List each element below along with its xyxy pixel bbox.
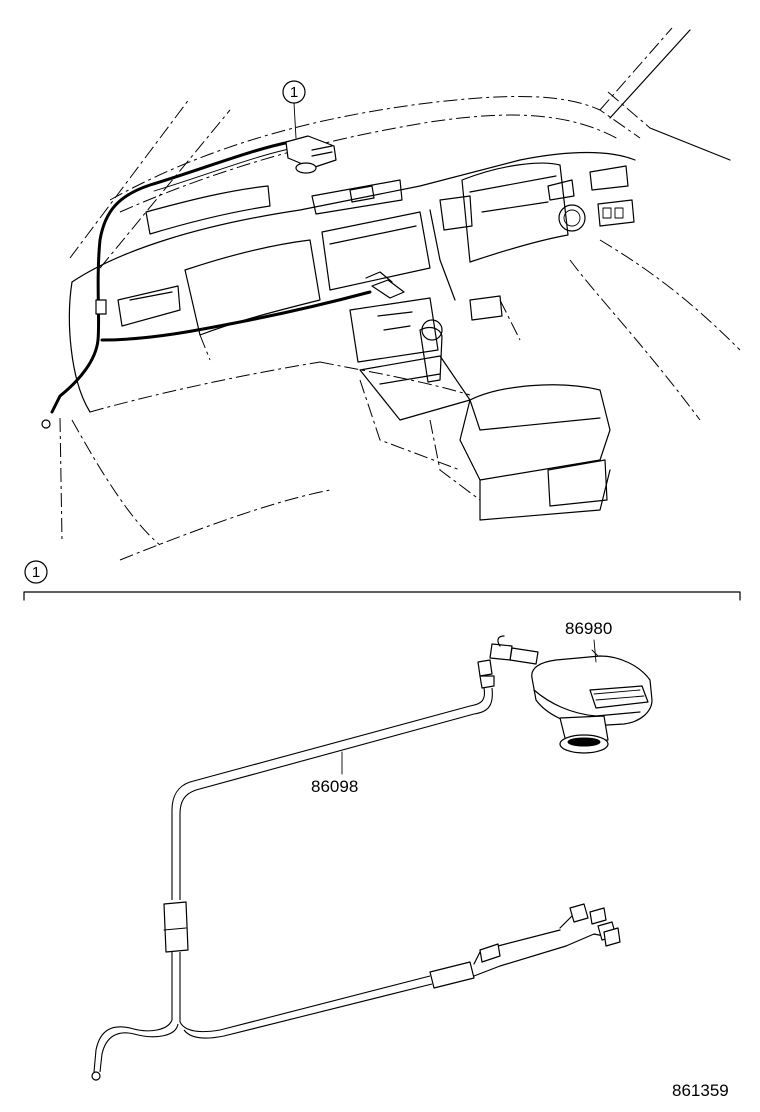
- leader-86980: [593, 639, 597, 663]
- detail-header: 1: [23, 560, 741, 601]
- callout-circle-detail: [24, 560, 48, 584]
- label-86980: 86980: [565, 619, 612, 638]
- illustration-number: 861359: [672, 1081, 729, 1100]
- unit-86980: [531, 649, 653, 754]
- part-labels: 86980 86098 861359: [311, 619, 729, 1100]
- callout-number-detail: 1: [32, 564, 40, 581]
- cable-86098: [91, 635, 621, 1081]
- detail-bracket-line: [23, 591, 741, 601]
- label-86098: 86098: [311, 777, 358, 796]
- callout-number-top: 1: [290, 84, 298, 101]
- dashboard-overview: 1: [41, 27, 741, 561]
